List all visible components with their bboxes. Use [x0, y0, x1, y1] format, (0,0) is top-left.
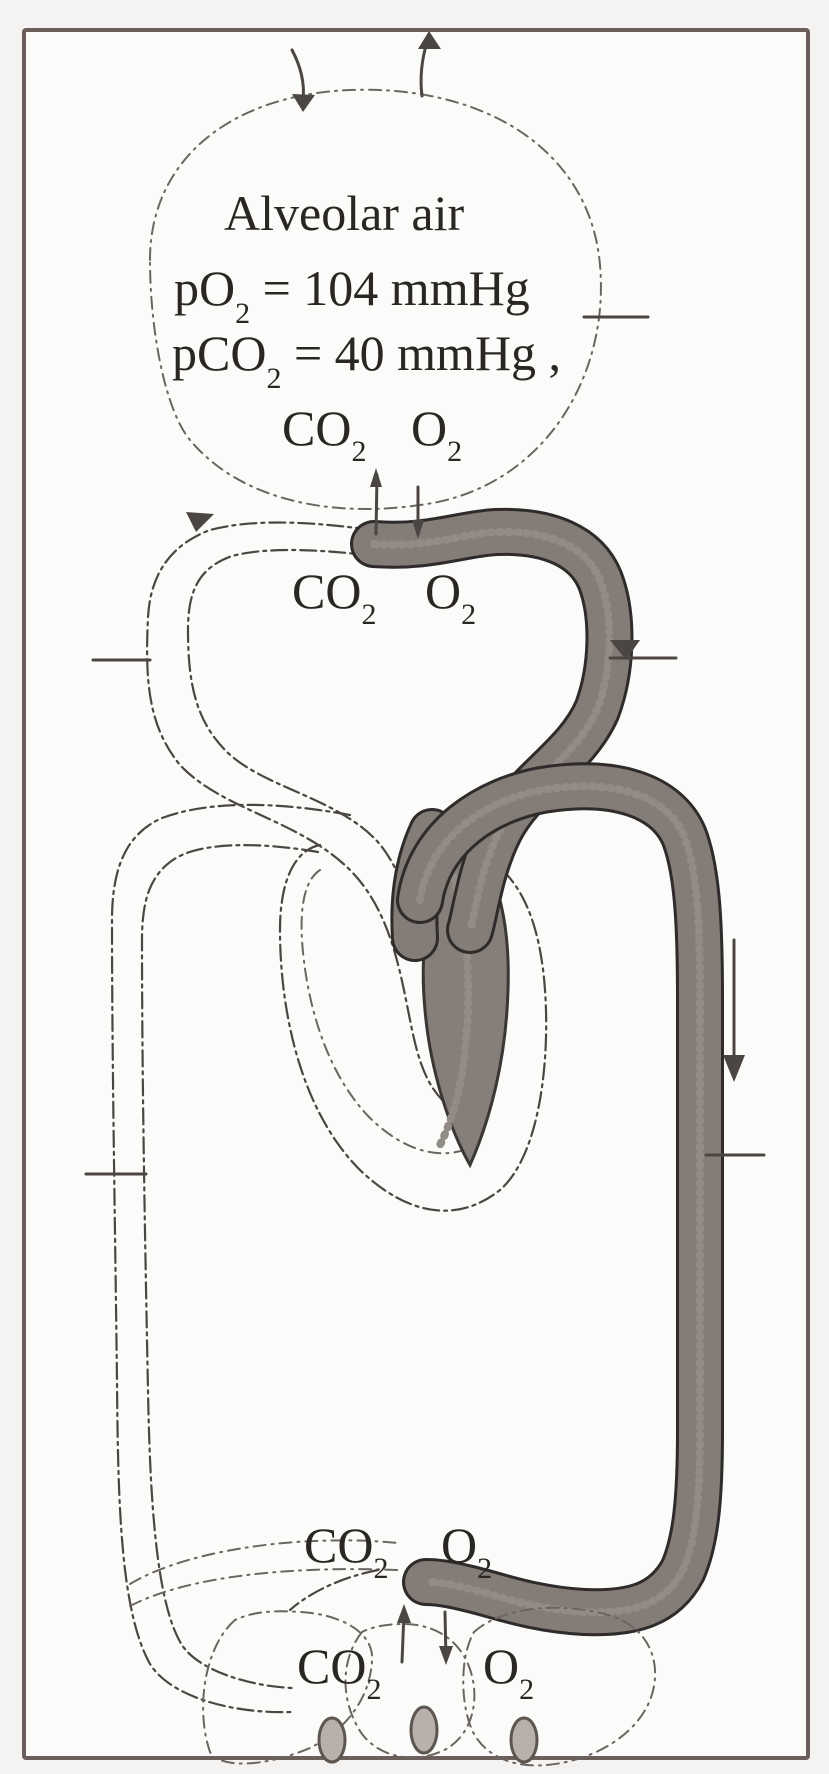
tissue-nucleus-3: [511, 1718, 537, 1762]
tissue-nucleus-1: [319, 1718, 345, 1762]
alveolar-air-label: Alveolar air: [224, 185, 465, 241]
tissue-nucleus-2: [411, 1707, 437, 1753]
